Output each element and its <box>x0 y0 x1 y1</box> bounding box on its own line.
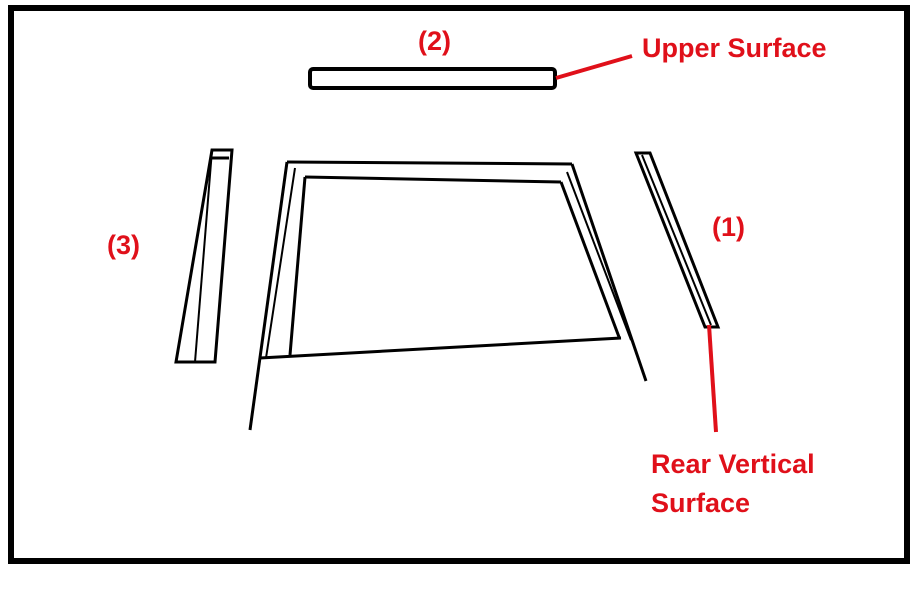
part-2-label: (2) <box>418 26 451 56</box>
part-3-label: (3) <box>107 230 140 260</box>
part-1-label: (1) <box>712 212 745 242</box>
rear-vertical-label-line2: Surface <box>651 488 750 518</box>
rear-vertical-strip <box>633 151 721 329</box>
diagram-border <box>8 5 910 564</box>
rear-vertical-label-line1: Rear Vertical <box>651 449 815 479</box>
upper-surface-label: Upper Surface <box>642 33 827 63</box>
left-side-strip <box>174 148 234 364</box>
main-frame <box>248 160 648 431</box>
upper-surface-bar <box>308 67 557 90</box>
rear-vertical-leader <box>707 324 718 433</box>
upper-surface-leader <box>555 54 633 80</box>
